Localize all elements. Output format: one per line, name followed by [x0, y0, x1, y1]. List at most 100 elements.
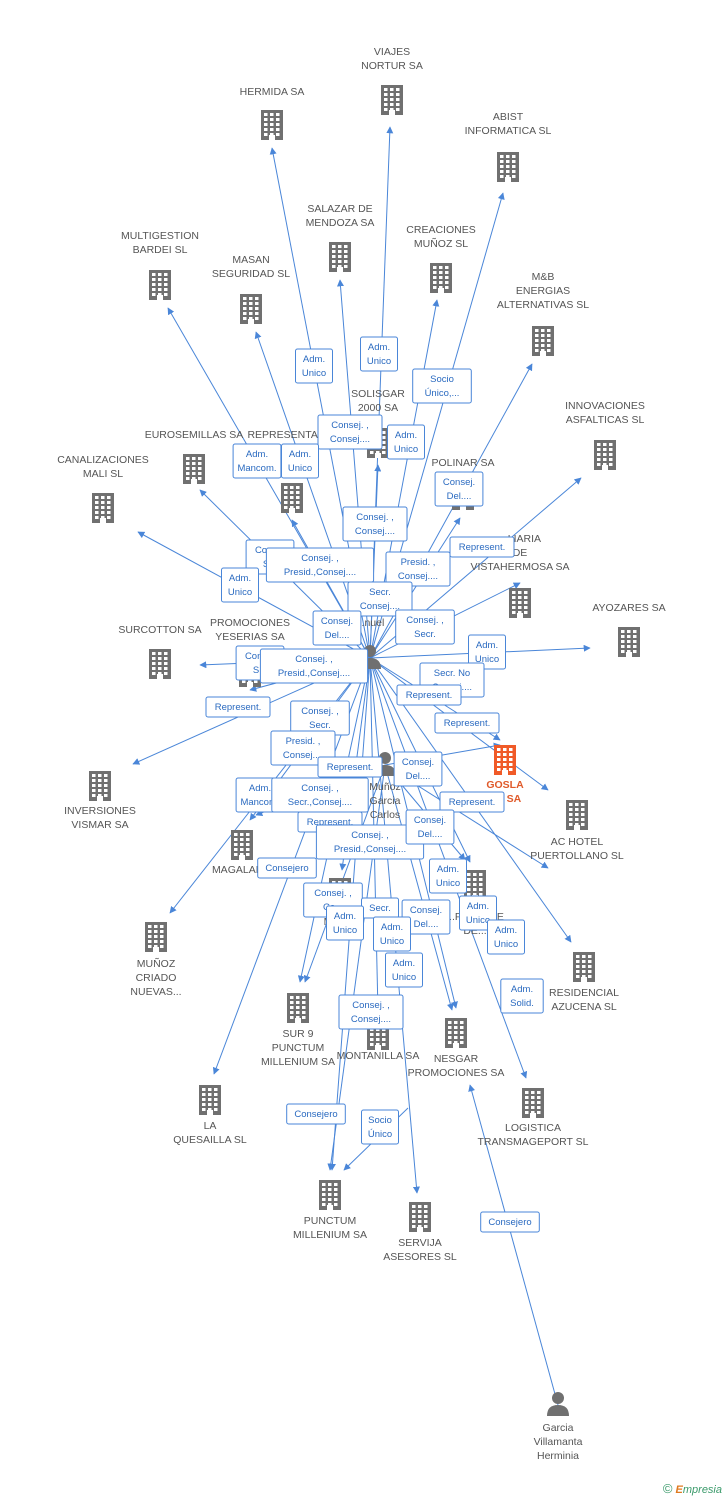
edge-label-text: Adm.: [249, 783, 271, 794]
relation-edge: [167, 307, 371, 659]
edge-label-l35[interactable]: Consejero: [257, 857, 317, 879]
edge-label-l38[interactable]: Secr.: [361, 897, 399, 919]
edge-label-l10[interactable]: Represent.: [449, 536, 515, 558]
edge-label-text: Adm.: [495, 925, 517, 936]
edge-label-text: Del....: [406, 771, 431, 782]
node-label-line: M&B: [532, 271, 555, 283]
edge-label-l6[interactable]: Adm.Mancom.: [232, 443, 282, 479]
company-node-munozcriado[interactable]: MUÑOZCRIADONUEVAS...: [130, 922, 182, 998]
edge-label-l7[interactable]: Adm.Unico: [281, 443, 319, 479]
edge-label-l30[interactable]: Consej. ,Secr.,Consej....: [271, 777, 369, 813]
edge-label-l9[interactable]: Consej. ,Consej....: [342, 506, 408, 542]
edge-label-l32[interactable]: Represent.: [439, 791, 505, 813]
node-label-line: AYOZARES SA: [592, 602, 665, 614]
edge-label-l33[interactable]: Consej. ,Presid.,Consej....: [315, 824, 425, 860]
edge-label-l5[interactable]: Adm.Unico: [387, 424, 425, 460]
edge-label-l22[interactable]: Represent.: [396, 684, 462, 706]
edge-label-box: [500, 978, 544, 1014]
edge-label-text: Unico: [494, 939, 518, 950]
building-icon: [231, 830, 253, 860]
edge-label-l45[interactable]: Adm.Solid.: [500, 978, 544, 1014]
edge-label-l12[interactable]: Consej. ,Presid.,Consej....: [265, 547, 375, 583]
edge-label-l39[interactable]: Consej.Del....: [401, 899, 451, 935]
company-node-ayozares[interactable]: AYOZARES SA: [592, 602, 666, 657]
company-node-hermida[interactable]: HERMIDA SA: [240, 86, 305, 140]
edge-label-l25[interactable]: Consej. ,Secr.: [290, 700, 350, 736]
edge-label-l26[interactable]: Presid. ,Consej....: [270, 730, 336, 766]
building-icon: [497, 152, 519, 182]
node-label-line: MILLENIUM SA: [293, 1229, 367, 1241]
edge-label-l4[interactable]: Consej. ,Consej....: [317, 414, 383, 450]
edge-label-box: [270, 730, 336, 766]
edge-label-l44[interactable]: Adm.Unico: [385, 952, 423, 988]
edge-label-l28[interactable]: Consej.Del....: [393, 751, 443, 787]
edge-label-l18[interactable]: Adm.Unico: [468, 634, 506, 670]
relation-edge: [303, 764, 386, 983]
edge-label-l36[interactable]: Adm.Unico: [429, 858, 467, 894]
edge-label-l14[interactable]: Adm.Unico: [221, 567, 259, 603]
edge-label-l2[interactable]: Adm.Unico: [360, 336, 398, 372]
company-node-magalar[interactable]: MAGALAR...: [212, 830, 272, 876]
edge-label-box: [487, 919, 525, 955]
edge-label-l8[interactable]: Consej.Del....: [434, 471, 484, 507]
building-icon: [532, 326, 554, 356]
edge-label-l16[interactable]: Consej.Del....: [312, 610, 362, 646]
company-node-surcotton[interactable]: SURCOTTON SA: [118, 624, 202, 679]
edge-label-l3[interactable]: SocioÚnico,...: [412, 368, 472, 404]
node-label-line: NESGAR: [434, 1053, 479, 1065]
edge-label-l17[interactable]: Consej. ,Secr.: [395, 609, 455, 645]
edge-label-l23[interactable]: Represent.: [205, 696, 271, 718]
edge-label-text: Unico: [394, 444, 418, 455]
edge-label-l43[interactable]: Adm. Unico: [487, 919, 525, 955]
edge-label-l49[interactable]: Consejero: [480, 1211, 540, 1233]
edge-label-text: Consej. ,: [301, 706, 339, 717]
edge-label-l41[interactable]: Adm.Unico: [373, 916, 411, 952]
edge-label-l15[interactable]: Secr.Consej....: [347, 581, 413, 617]
edge-label-l20[interactable]: Consej. ,Presid.,Consej....: [259, 648, 369, 684]
node-label-line: ALTERNATIVAS SL: [497, 299, 589, 311]
edge-label-l47[interactable]: Consejero: [286, 1103, 346, 1125]
edge-label-l46[interactable]: Consej. ,Consej....: [338, 994, 404, 1030]
edge-label-l27[interactable]: Represent.: [317, 756, 383, 778]
edge-label-text: Unico: [333, 925, 357, 936]
edge-label-box: [265, 547, 375, 583]
edge-label-box: [480, 1211, 540, 1233]
company-node-eurosemillas[interactable]: EUROSEMILLAS SA: [145, 429, 244, 484]
building-icon: [494, 745, 516, 775]
node-label-line: SEGURIDAD SL: [212, 268, 290, 280]
edge-label-box: [360, 336, 398, 372]
building-icon: [149, 270, 171, 300]
edge-label-l1[interactable]: Adm.Unico: [295, 348, 333, 384]
edge-label-text: Adm.: [437, 864, 459, 875]
edge-label-l13[interactable]: Presid. ,Consej....: [385, 551, 451, 587]
node-label-line: NUEVAS...: [130, 986, 181, 998]
edge-label-box: [281, 443, 319, 479]
edge-label-l40[interactable]: Adm.Unico: [326, 905, 364, 941]
edge-label-l34[interactable]: Consej.Del....: [405, 809, 455, 845]
building-icon: [240, 294, 262, 324]
edge-label-text: Consej. ,: [352, 1000, 390, 1011]
edge-label-l24[interactable]: Represent.: [434, 712, 500, 734]
edge-label-text: Secr.: [369, 903, 391, 914]
